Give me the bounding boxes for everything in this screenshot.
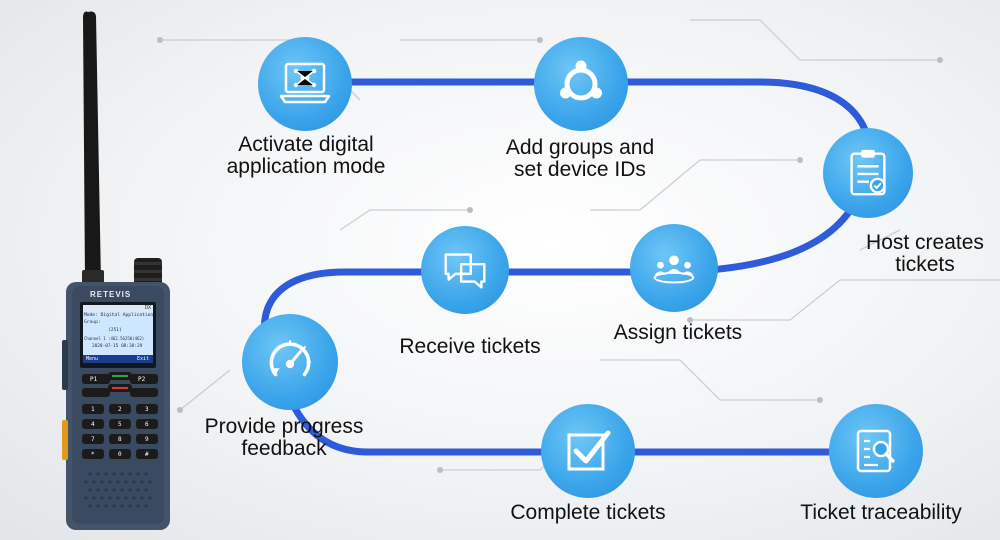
step-node-activate <box>258 37 352 131</box>
radio-key-hash: # <box>145 451 149 458</box>
step-label-host-creates-line2: tickets <box>895 253 955 276</box>
step-node-add-groups <box>534 37 628 131</box>
step-label-activate-line1: Activate digital <box>238 133 374 156</box>
radio-key-p1: P1 <box>90 376 98 383</box>
step-label-add-groups: Add groups and set device IDs <box>480 137 680 181</box>
step-label-add-groups-line1: Add groups and <box>505 136 655 159</box>
radio-key-2: 2 <box>118 406 122 413</box>
group-network-icon <box>560 60 602 101</box>
step-label-activate: Activate digital application mode <box>206 134 406 178</box>
radio-softkey-left: Menu <box>86 356 99 362</box>
radio-key-8: 8 <box>118 436 122 443</box>
step-label-receive: Receive tickets <box>380 336 560 358</box>
step-label-assign: Assign tickets <box>588 322 768 344</box>
radio-key-1: 1 <box>91 406 95 413</box>
step-node-assign <box>630 224 718 312</box>
chat-bubbles-icon <box>444 253 486 289</box>
step-label-assign-line1: Assign tickets <box>613 321 743 344</box>
step-node-receive <box>421 226 509 314</box>
step-label-complete: Complete tickets <box>488 502 688 524</box>
radio-device: RETEVIS DX Mode: Digital Application Gro… <box>0 0 200 540</box>
step-label-add-groups-line2: set device IDs <box>514 158 646 181</box>
step-node-progress <box>242 314 338 410</box>
checkbox-icon <box>567 430 611 471</box>
radio-screen-line4: Channel 1 :462.56250(462) <box>84 336 145 341</box>
radio-softkey-right: Exit <box>137 356 150 362</box>
step-label-traceability: Ticket traceability <box>776 502 986 524</box>
radio-key-star: * <box>91 451 95 458</box>
radio-key-3: 3 <box>145 406 149 413</box>
radio-key-0: 0 <box>118 451 122 458</box>
radio-screen-line1: Mode: Digital Application <box>84 313 154 318</box>
step-label-host-creates: Host creates tickets <box>855 232 995 276</box>
step-label-receive-line1: Receive tickets <box>399 335 541 358</box>
step-label-traceability-line1: Ticket traceability <box>800 501 962 524</box>
radio-illustration <box>62 11 170 530</box>
radio-brand-logo: RETEVIS <box>90 290 132 299</box>
step-node-traceability <box>829 404 923 498</box>
document-search-icon <box>856 429 895 473</box>
radio-key-7: 7 <box>91 436 95 443</box>
radio-screen-line2: Group: <box>84 320 101 325</box>
radio-screen-line3: (251) <box>108 328 122 333</box>
laptop-network-icon <box>279 62 331 104</box>
step-label-host-creates-line1: Host creates <box>866 231 984 254</box>
step-label-progress-line2: feedback <box>241 437 327 460</box>
radio-key-9: 9 <box>145 436 149 443</box>
step-node-complete <box>541 404 635 498</box>
radio-screen-top-right: DX <box>145 305 152 311</box>
radio-key-5: 5 <box>118 421 122 428</box>
step-label-progress-line1: Provide progress <box>204 415 364 438</box>
radio-screen-line5: 2020-07-15 08:38:29 <box>92 344 143 349</box>
step-node-host-creates <box>823 128 913 218</box>
clipboard-check-icon <box>850 149 886 196</box>
radio-key-4: 4 <box>91 421 95 428</box>
step-label-complete-line1: Complete tickets <box>510 501 666 524</box>
radio-key-p2: P2 <box>138 376 146 383</box>
step-label-progress: Provide progress feedback <box>186 416 382 460</box>
people-assign-icon <box>653 255 695 284</box>
radio-key-6: 6 <box>145 421 149 428</box>
step-label-activate-line2: application mode <box>226 155 386 178</box>
progress-gauge-icon <box>269 340 311 377</box>
